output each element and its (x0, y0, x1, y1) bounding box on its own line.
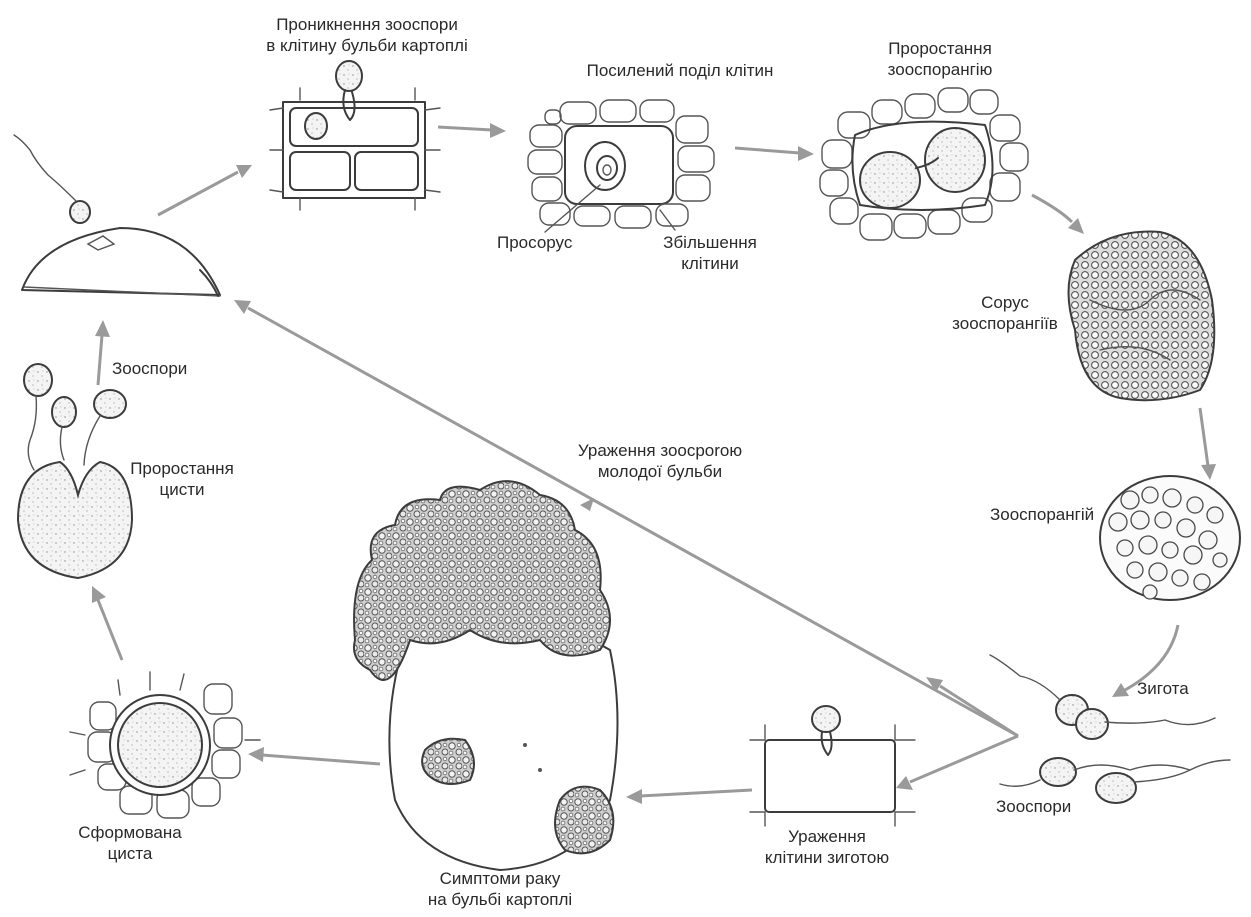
label-penetration: Проникнення зооспори в клітину бульби ка… (222, 14, 512, 56)
zoosporangium-illustration (1100, 476, 1240, 600)
label-zoospores-right: Зооспори (996, 796, 1071, 817)
label-zoosporangium-germination: Проростання зооспорангію (860, 38, 1020, 80)
label-cell-infection-zygote-line2: клітини зиготою (752, 847, 902, 868)
label-formed-cyst: Сформована циста (70, 822, 190, 864)
label-cell-infection-zygote-line1: Ураження (752, 826, 902, 847)
label-cancer-symptoms-line1: Симптоми раку (400, 868, 600, 889)
label-formed-cyst-line1: Сформована (70, 822, 190, 843)
label-enlargement: Збільшення клітини (640, 232, 780, 274)
label-cyst-germination-line2: цисти (112, 479, 252, 500)
label-penetration-line2: в клітину бульби картоплі (222, 35, 512, 56)
zygote-zoospores-illustration (990, 655, 1230, 803)
label-formed-cyst-line2: циста (70, 843, 190, 864)
label-cyst-germination: Проростання цисти (112, 458, 252, 500)
label-cell-infection-zygote: Ураження клітини зиготою (752, 826, 902, 868)
tuber-surface-illustration (14, 135, 220, 296)
label-sorus-line2: зооспорангіїв (935, 313, 1075, 334)
zoosporangium-germination-illustration (820, 88, 1028, 240)
label-zygote: Зигота (1137, 678, 1189, 699)
label-zoosporangium: Зооспорангій (990, 504, 1094, 525)
cancer-tuber-illustration (354, 481, 618, 870)
label-penetration-line1: Проникнення зооспори (222, 14, 512, 35)
formed-cyst-illustration (70, 672, 260, 818)
label-sorus: Сорус зооспорангіїв (935, 292, 1075, 334)
sorus-illustration (1069, 232, 1215, 401)
penetration-cell-illustration (270, 61, 440, 210)
label-cyst-germination-line1: Проростання (112, 458, 252, 479)
label-enlargement-line2: клітини (640, 253, 780, 274)
label-enlargement-line1: Збільшення (640, 232, 780, 253)
zygote-infected-cell-illustration (750, 706, 915, 826)
label-sorus-line1: Сорус (935, 292, 1075, 313)
label-cancer-symptoms-line2: на бульбі картоплі (400, 889, 600, 910)
label-cancer-symptoms: Симптоми раку на бульбі картоплі (400, 868, 600, 910)
label-young-tuber-infection-line1: Ураження зоосporою (535, 440, 785, 461)
label-young-tuber-infection-line2: молодої бульби (535, 461, 785, 482)
label-division: Посилений поділ клітин (545, 60, 815, 81)
cell-division-illustration (528, 100, 714, 232)
label-young-tuber-infection: Ураження зоосporою молодої бульби (535, 440, 785, 482)
label-zoosporangium-germination-line1: Проростання (860, 38, 1020, 59)
label-prosorus: Просорус (497, 232, 572, 253)
label-zoospores-left: Зооспори (112, 358, 187, 379)
label-zoosporangium-germination-line2: зооспорангію (860, 59, 1020, 80)
